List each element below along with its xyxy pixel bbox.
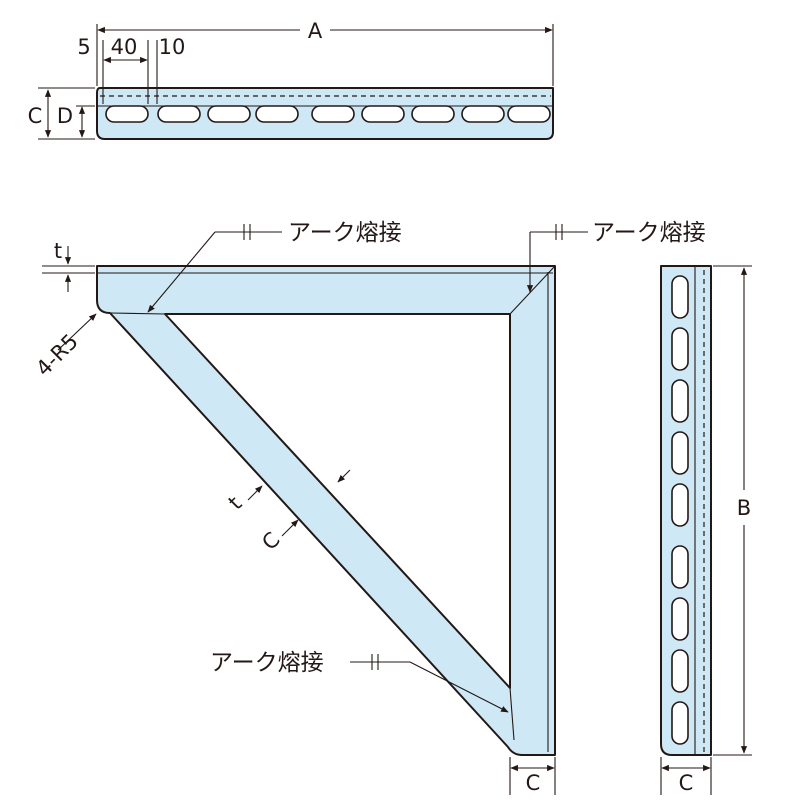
dim-radius-label: 4-R5 [31,329,83,381]
dim-40-label: 40 [111,35,138,59]
slot [671,701,689,745]
slot [507,105,551,123]
dim-D-label: D [57,104,73,128]
dim-t-diag-arrow-out [337,469,351,483]
weld-label-bottom: アーク熔接 [210,650,324,676]
radius-leader [57,313,97,351]
top-view-slots [105,105,551,123]
slot [461,105,505,123]
dim-C-diag-label: C [257,527,284,554]
bracket-frame [96,265,556,756]
dim-t-diag-label: t [224,492,247,515]
weld-label-right: アーク熔接 [592,220,706,246]
slot [671,431,689,475]
slot [207,105,251,123]
dim-t-diag-arrow-in [247,485,263,501]
slot [671,483,689,527]
brace-top-joint [109,312,166,315]
slot [105,105,149,123]
slot [671,597,689,641]
slot [671,379,689,423]
weld-label-top: アーク熔接 [288,220,402,246]
dim-C-side-label: C [679,771,694,795]
side-view: B C [660,265,752,795]
top-view: A 5 40 10 C D [28,19,554,140]
slot [157,105,201,123]
dim-t-top-label: t [54,239,62,263]
slot [311,105,355,123]
slot [255,105,299,123]
dim-A-label: A [308,19,323,43]
front-view: アーク熔接 アーク熔接 アーク熔接 t 4-R5 t C C [31,220,706,795]
slot [671,275,689,319]
slot [671,327,689,371]
slot [361,105,405,123]
slot [671,545,689,589]
slot [411,105,455,123]
slot [671,649,689,693]
weld-leader-bottom-arrow [409,661,509,713]
dim-5-label: 5 [77,35,90,59]
dim-C-label: C [28,104,43,128]
weld-leader-top-arrow [147,231,216,313]
dim-C-bottom-label: C [526,771,541,795]
dim-C-diag-arrow [281,519,299,537]
side-view-slots [671,275,689,745]
dim-B-label: B [737,496,751,520]
brace-bottom-joint [509,687,515,741]
dim-10-label: 10 [159,35,186,59]
